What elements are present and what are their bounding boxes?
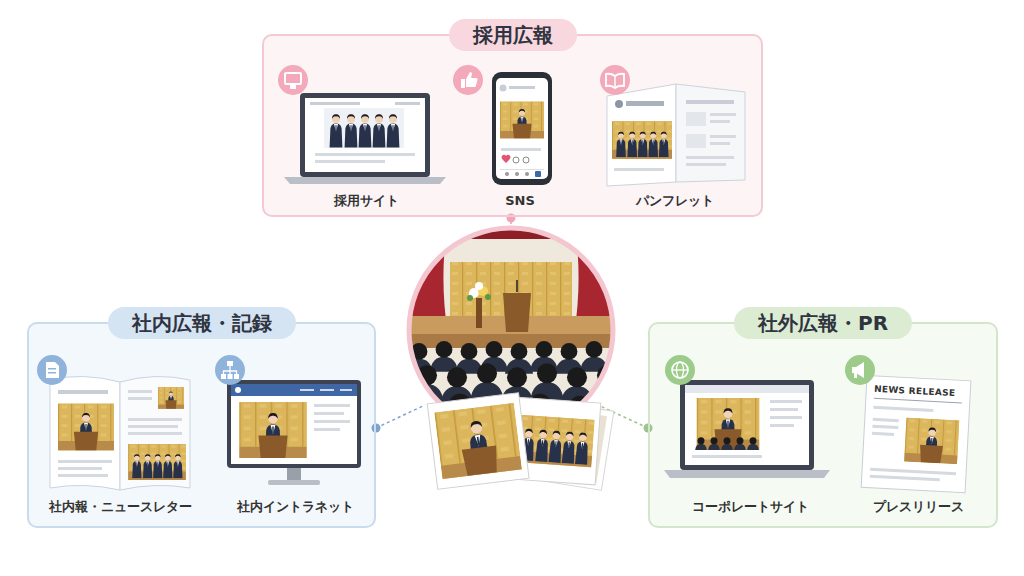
item-caption: パンフレット [636,192,714,210]
channel-item: パンフレット [596,76,754,210]
item-caption: SNS [505,192,535,210]
item-caption: 社内報・ニュースレター [49,498,192,516]
channel-item: 社内報・ニュースレター [40,370,200,516]
panel-heading: 採用広報 [449,19,577,51]
panel-heading: 社内広報・記録 [108,307,296,339]
panel-heading: 社外広報・PR [734,307,912,339]
item-caption: コーポレートサイト [692,498,809,516]
category-panel: 社内広報・記録社内報・ニュースレター社内イントラネット [27,322,376,528]
item-caption: 社内イントラネット [237,498,354,516]
category-panel: 社外広報・PRコーポレートサイトプレスリリース [648,322,998,528]
item-caption: プレスリリース [873,498,964,516]
item-caption: 採用サイト [334,192,399,210]
category-panel: 採用広報採用サイトSNSパンフレット [262,34,763,217]
channel-item: 採用サイト [282,88,450,210]
channel-item: 社内イントラネット [215,370,375,516]
channel-item: SNS [470,68,570,210]
channel-item: コーポレートサイト [660,370,840,516]
